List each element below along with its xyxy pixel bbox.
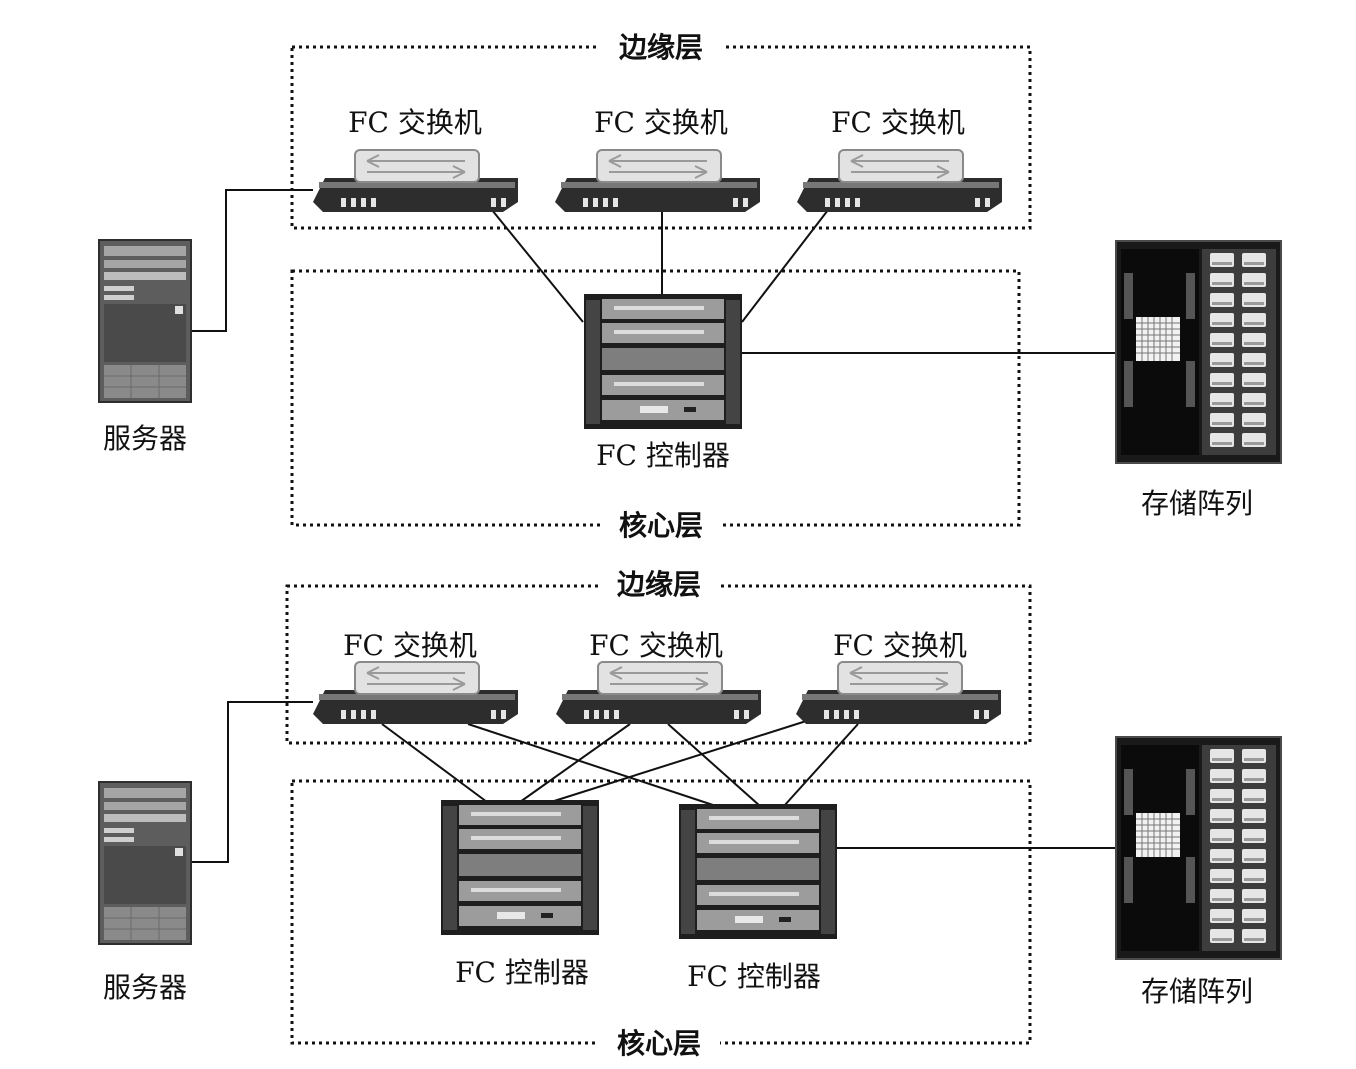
links-2 <box>190 701 1116 863</box>
switch-label: FC 交换机 <box>594 106 728 139</box>
switch-label: FC 交换机 <box>833 629 967 662</box>
core-layer-zone <box>290 779 1032 1045</box>
server-label: 服务器 <box>103 422 187 455</box>
storage-label: 存储阵列 <box>1141 487 1253 520</box>
fc-controller-icon <box>441 800 599 935</box>
link-switch1-controller <box>491 209 584 323</box>
core-layer-label: 核心层 <box>619 509 703 542</box>
storage-label: 存储阵列 <box>1141 975 1253 1008</box>
fc-switch-icon <box>796 149 1003 213</box>
edge-layer-zone <box>290 45 1032 230</box>
link-switch1-controller1 <box>381 723 488 803</box>
storage-array-icon <box>1115 240 1282 464</box>
server-icon <box>98 781 192 945</box>
controller-label: FC 控制器 <box>455 956 589 989</box>
link-switch3-controller2 <box>783 723 859 807</box>
edge-layer-label: 边缘层 <box>617 568 701 601</box>
diagram-2: 边缘层 核心层 FC 交换机 FC 交换机 FC 交换机 FC 控制器 FC 控… <box>98 566 1282 1064</box>
switch-label: FC 交换机 <box>831 106 965 139</box>
fc-controller-icon <box>584 294 742 429</box>
controller-label: FC 控制器 <box>596 439 730 472</box>
fc-switch-icon <box>795 661 1002 725</box>
server-label: 服务器 <box>103 971 187 1004</box>
fc-switch-icon <box>554 149 761 213</box>
link-switch2-controller2 <box>667 723 761 807</box>
storage-array-icon <box>1115 736 1282 960</box>
fc-controller-icon <box>679 804 837 939</box>
link-switch2-controller1 <box>519 723 631 803</box>
fc-switch-icon <box>555 661 762 725</box>
link-server-switch <box>190 189 313 332</box>
edge-layer-label: 边缘层 <box>619 31 703 64</box>
core-layer-label: 核心层 <box>617 1027 701 1060</box>
fc-switch-icon <box>312 661 519 725</box>
switch-label: FC 交换机 <box>589 629 723 662</box>
diagram-1: 边缘层 核心层 FC 交换机 FC 交换机 FC 交换机 FC 控制器 服务器 <box>98 28 1282 546</box>
controller-label: FC 控制器 <box>687 960 821 993</box>
link-switch3-controller1 <box>550 715 823 803</box>
fc-switch-icon <box>312 149 519 213</box>
switch-label: FC 交换机 <box>343 629 477 662</box>
link-server-switch <box>190 701 313 863</box>
switch-label: FC 交换机 <box>348 106 482 139</box>
server-icon <box>98 239 192 403</box>
link-switch1-controller2 <box>467 723 717 807</box>
